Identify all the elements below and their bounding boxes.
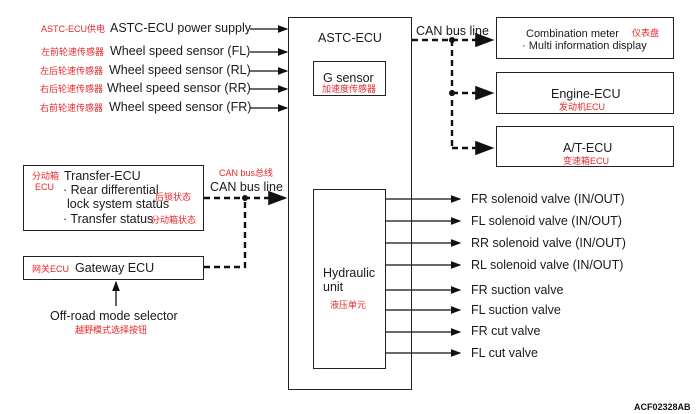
valve-label: FR suction valve — [471, 283, 564, 297]
gateway-ecu-cn: 网关ECU — [32, 264, 70, 274]
input-label: Wheel speed sensor (FR) — [109, 100, 252, 114]
astc-ecu-title: ASTC-ECU — [318, 31, 382, 45]
valve-label: RL solenoid valve (IN/OUT) — [471, 258, 624, 272]
off-road-selector-cn: 越野模式选择按钮 — [75, 325, 148, 335]
off-road-selector-label: Off-road mode selector — [50, 309, 178, 323]
can-bus-gateway — [204, 198, 247, 269]
transfer-ecu-item: · Transfer status — [63, 212, 154, 226]
input-label: Wheel speed sensor (RL) — [109, 63, 251, 77]
g-sensor-box — [313, 61, 386, 96]
at-ecu-cn: 变速箱ECU — [563, 156, 610, 166]
gateway-ecu-label: Gateway ECU — [75, 261, 155, 275]
transfer-ecu-box — [23, 165, 204, 231]
hydraulic-unit-box — [313, 189, 386, 369]
g-sensor-label: G sensor — [323, 71, 374, 85]
engine-ecu-box — [496, 72, 674, 114]
engine-ecu-label: Engine-ECU — [551, 87, 621, 101]
input-cn-label: 左前轮速传感器 — [41, 47, 105, 57]
hydraulic-label: Hydraulic — [323, 266, 376, 280]
combination-meter-box — [496, 17, 674, 59]
combination-meter-cn: 仪表盘 — [632, 28, 660, 38]
transfer-ecu-cn: 分动箱状态 — [151, 215, 197, 225]
valve-label: FR solenoid valve (IN/OUT) — [471, 192, 625, 206]
combination-meter-label: Combination meter — [526, 28, 619, 40]
junction-dot — [449, 37, 455, 43]
valve-label: FR cut valve — [471, 324, 541, 338]
junction-dot — [242, 195, 248, 201]
transfer-ecu-item: · Rear differential — [63, 183, 159, 197]
at-ecu-box — [496, 126, 674, 167]
figure-code: ACF02328AB — [634, 402, 691, 412]
can-bus-cn: CAN bus总线 — [219, 168, 274, 178]
input-cn-label: 左后轮速传感器 — [40, 66, 104, 76]
can-bus-label: CAN bus line — [416, 24, 489, 38]
transfer-ecu-title: Transfer-ECU — [64, 169, 141, 183]
transfer-ecu-item: lock system status — [67, 197, 170, 211]
hydraulic-cn: 液压单元 — [330, 300, 367, 310]
transfer-ecu-cn: ECU — [35, 182, 55, 192]
input-cn-label: 右前轮速传感器 — [40, 103, 104, 113]
hydraulic-label: unit — [323, 280, 344, 294]
transfer-ecu-cn: 分动箱 — [32, 171, 60, 181]
valve-label: FL cut valve — [471, 346, 538, 360]
input-label: ASTC-ECU power supply — [110, 21, 252, 35]
combination-meter-sub: · Multi information display — [522, 40, 647, 52]
valve-label: RR solenoid valve (IN/OUT) — [471, 236, 626, 250]
gateway-ecu-box — [23, 256, 204, 280]
valve-label: FL solenoid valve (IN/OUT) — [471, 214, 622, 228]
at-ecu-label: A/T-ECU — [563, 141, 613, 155]
valve-label: FL suction valve — [471, 303, 561, 317]
input-label: Wheel speed sensor (RR) — [107, 81, 251, 95]
input-cn-label: ASTC-ECU供电 — [41, 24, 106, 34]
g-sensor-cn: 加速度传感器 — [322, 84, 377, 94]
transfer-ecu-cn: 后锁状态 — [155, 192, 192, 202]
can-bus-label: CAN bus line — [210, 180, 283, 194]
input-cn-label: 右后轮速传感器 — [40, 84, 104, 94]
engine-ecu-cn: 发动机ECU — [559, 102, 606, 112]
input-label: Wheel speed sensor (FL) — [110, 44, 251, 58]
junction-dot — [449, 90, 455, 96]
astc-ecu-box — [288, 17, 412, 390]
